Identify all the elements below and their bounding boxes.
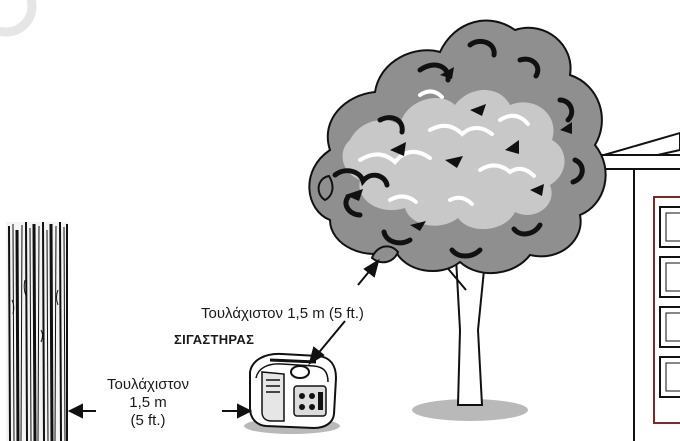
wall-distance-arrow-left [67, 403, 96, 419]
wall-obstacle [6, 221, 68, 441]
logo-mark [0, 0, 37, 37]
tree-distance-label: Τουλάχιστον 1,5 m (5 ft.) [201, 305, 364, 322]
tree-obstacle [308, 19, 607, 421]
wall-distance-line1: Τουλάχιστον [106, 376, 190, 393]
wall-distance-line2: 1,5 m [129, 394, 167, 411]
tree-distance-arrow [308, 258, 380, 366]
tree-canopy [308, 19, 607, 275]
generator-unit [244, 352, 340, 434]
wall-distance-arrow-right [222, 403, 253, 419]
building-obstacle [601, 131, 680, 441]
muffler-label: ΣΙΓΑΣΤΗΡΑΣ [174, 332, 255, 347]
tree-ground-shadow [412, 399, 528, 421]
wall-distance-line3: (5 ft.) [130, 412, 166, 429]
wall-distance-label: Τουλάχιστον 1,5 m (5 ft.) [100, 376, 196, 430]
